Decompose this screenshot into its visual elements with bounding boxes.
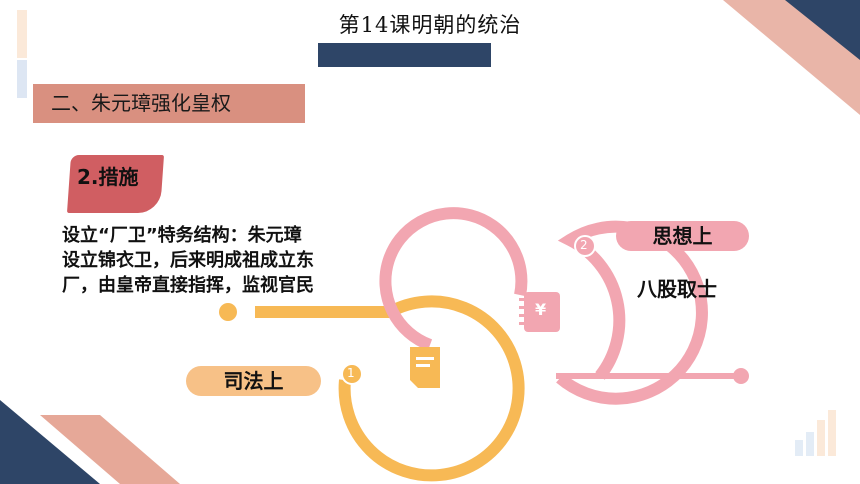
orange-curve [255,295,525,482]
side-bar-1 [17,10,27,58]
marker-circle-1 [341,363,363,385]
bar-deco-3 [817,420,825,456]
step-label: 2.措施 [77,165,139,189]
notebook-yuan-icon [519,292,560,332]
corner-shape-bottom-left [0,400,100,484]
corner-accent-bottom-left [40,415,180,484]
thought-text: 八股取士 [637,277,717,301]
description-text: 设立“厂卫”特务结构：朱元璋 设立锦衣卫，后来明成祖成立东 厂，由皇帝直接指挥，… [62,223,392,298]
orange-dot [219,303,237,321]
marker-number-2: 2 [580,238,588,252]
corner-accent-top-right [785,0,860,60]
description-line-2: 设立锦衣卫，后来明成祖成立东 [62,250,314,271]
title-underline-bar [318,43,491,67]
document-icon [410,347,440,388]
pink-curve-left [379,207,528,351]
yuan-symbol: ¥ [535,300,547,319]
slide-title: 第14课明朝的统治 [338,13,522,37]
bar-deco-4 [828,410,836,456]
side-bar-2 [17,60,27,98]
judicial-label-pill: 司法上 [186,366,321,396]
marker-circle-2 [574,235,596,257]
description-line-1: 设立“厂卫”特务结构：朱元璋 [62,225,302,246]
bar-deco-2 [806,432,814,456]
marker-number-1: 1 [347,366,355,380]
section-heading: 二、朱元璋强化皇权 [33,84,305,123]
description-line-3: 厂，由皇帝直接指挥，监视官民 [62,275,314,296]
thought-label-pill: 思想上 [616,221,749,251]
bar-deco-1 [795,440,803,456]
pink-dot [733,368,749,384]
